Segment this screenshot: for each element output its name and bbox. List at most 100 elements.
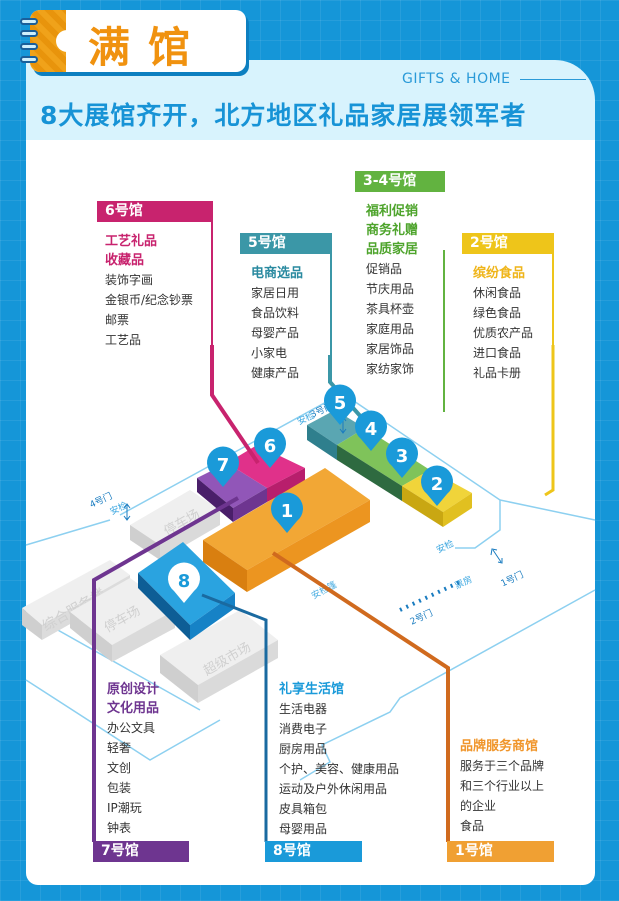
pin-7[interactable]: 7 [206,446,239,487]
hall-1-label: 1号馆 [447,841,554,862]
hall-6-info: 6号馆 工艺礼品 收藏品 装饰字画 金银币/纪念钞票 邮票 工艺品 [97,201,213,350]
hall-2-info: 2号馆 缤纷食品 休闲食品 绿色食品 优质农产品 进口食品 礼品卡册 [462,233,554,383]
hall-5-info: 5号馆 电商选品 家居日用 食品饮料 母婴产品 小家电 健康产品 [240,233,332,383]
hall-34-info: 3-4号馆 福利促销 商务礼赠 品质家居 促销品 节庆用品 茶具杯壶 家庭用品 … [355,171,445,379]
svg-text:6: 6 [264,436,277,457]
hall-6-heading: 工艺礼品 [105,234,158,249]
hall-1-item: 服务于三个品牌 [460,759,545,773]
hall-34-item: 节庆用品 [366,282,415,296]
hall-5-item: 健康产品 [251,366,300,380]
svg-text:1: 1 [281,501,294,522]
pin-8[interactable]: 8 [167,562,200,603]
hall-8-item: 运动及户外休闲用品 [279,782,388,796]
hall-1-heading: 品牌服务商馆 [460,739,539,754]
hall-5-item: 食品饮料 [251,306,300,320]
tag-notch [56,30,78,52]
hall-7-heading: 文化用品 [107,701,160,716]
hall-1-info: 品牌服务商馆 服务于三个品牌 和三个行业以上 的企业 食品 [460,737,544,836]
hall-7-item: 轻奢 [107,741,132,755]
english-subtitle: GIFTS & HOME [402,71,511,87]
hall-5-item: 小家电 [251,346,288,360]
hall-34-item: 家纺家饰 [366,362,415,376]
hall-2-label: 2号馆 [462,233,554,254]
tag-title: 满馆 [88,23,209,72]
hall-2-item: 进口食品 [473,346,522,360]
svg-text:4: 4 [365,419,378,440]
hall-2-line [552,233,554,353]
hall-7-item: 办公文具 [107,721,156,735]
pin-2[interactable]: 2 [421,465,453,506]
binder-ring-icon [20,18,38,25]
svg-text:2: 2 [431,474,444,495]
ticket-label: 票房 [453,573,474,591]
hall-5-label: 5号馆 [240,233,332,254]
hall-7-item: 钟表 [107,821,132,835]
hall-34-item: 家居饰品 [366,342,415,356]
subtitle-band [26,60,595,150]
pin-1[interactable]: 1 [271,492,303,533]
binder-ring-icon [20,43,38,50]
hall-6-item: 邮票 [105,313,130,327]
hall-7-heading: 原创设计 [107,682,160,697]
hall-34-item: 茶具杯壶 [366,302,415,316]
pin-6[interactable]: 6 [254,427,286,468]
pin-3[interactable]: 3 [386,437,419,478]
hall-2-item: 礼品卡册 [473,366,522,380]
hall-8-info: 礼享生活馆 生活电器 消费电子 厨房用品 个护、美容、健康用品 运动及户外休闲用… [279,680,399,839]
hall-34-heading: 商务礼赠 [366,223,419,238]
hall-8-item: 母婴用品 [279,822,328,836]
hall-8-item: 消费电子 [279,722,328,736]
hall-1-item: 的企业 [460,799,497,813]
hall-34-item: 家庭用品 [366,322,415,336]
leader-lines [92,250,555,842]
svg-text:7: 7 [217,455,230,476]
pin-4[interactable]: 4 [355,410,387,451]
svg-text:8: 8 [178,571,191,592]
hall-2-item: 优质农产品 [473,326,534,340]
hall-8-item: 生活电器 [279,702,328,716]
hall-5-item: 母婴产品 [251,326,300,340]
hall-2-item: 绿色食品 [473,306,522,320]
pins: 5 4 3 2 1 6 7 8 [167,384,453,603]
hall-34-label: 3-4号馆 [355,171,445,192]
hall-5-item: 家居日用 [251,286,300,300]
hall-7-item: 文创 [107,761,132,775]
binder-ring-icon [20,30,38,37]
divider [520,79,586,80]
hall-5-line [330,233,332,358]
svg-text:3: 3 [396,446,409,467]
hall-7-item: 包装 [107,781,132,795]
hall-7-info: 原创设计 文化用品 办公文具 轻奢 文创 包装 IP潮玩 钟表 [107,680,159,838]
hall-7-item: IP潮玩 [107,801,142,815]
hall-8-item: 厨房用品 [279,742,328,756]
hall-34-heading: 福利促销 [366,204,419,219]
hall-34-item: 促销品 [366,262,403,276]
gate-1-label: 1号门 [499,568,526,589]
binder-ring-icon [20,56,38,63]
hall-6-heading: 收藏品 [105,253,145,268]
svg-text:5: 5 [334,393,347,414]
hall-1-item: 食品 [460,819,485,833]
building-supermarket: 超级市场 [160,610,278,703]
hall-8-heading: 礼享生活馆 [279,682,345,697]
hall-8-item: 皮具箱包 [279,802,328,816]
hall-6-item: 装饰字画 [105,273,154,287]
security-label: 安检 [434,537,455,555]
hall-5-heading: 电商选品 [251,266,304,281]
hall-8-label: 8号馆 [265,841,362,862]
hall-6-line [211,201,213,346]
hall-tag: 满馆 [30,10,246,72]
page-title: 8大展馆齐开，北方地区礼品家居展领军者 [40,101,527,130]
hall-6-item: 工艺品 [105,333,142,347]
hall-6-block [227,445,305,502]
pin-5[interactable]: 5 [324,384,356,425]
hall-2-heading: 缤纷食品 [473,266,526,281]
hall-2-item: 休闲食品 [473,286,522,300]
gate-2-label: 2号门 [408,607,435,628]
hall-1-item: 和三个行业以上 [460,779,545,793]
hall-6-label: 6号馆 [97,201,213,222]
hall-34-heading: 品质家居 [366,242,419,257]
hall-7-label: 7号馆 [93,841,189,862]
hall-6-item: 金银币/纪念钞票 [105,293,194,307]
